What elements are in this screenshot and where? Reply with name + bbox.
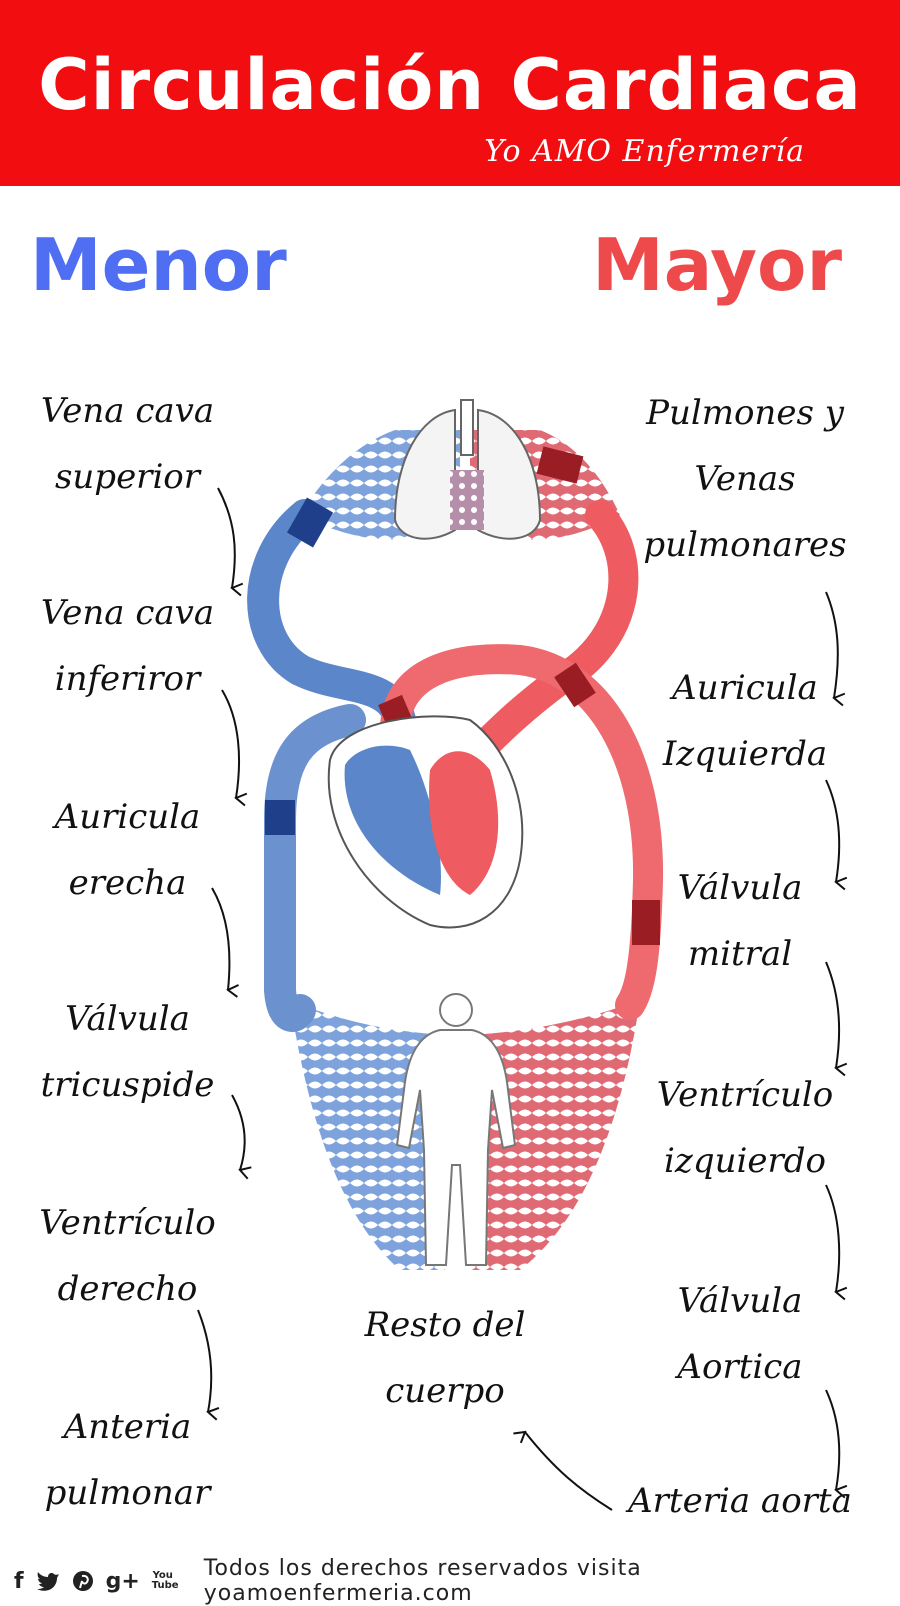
- mayor-step-5: Válvula Aortica: [677, 1281, 803, 1387]
- systemic-net-left: [290, 1000, 445, 1270]
- youtube-icon[interactable]: You Tube: [151, 1570, 179, 1591]
- copyright-text: Todos los derechos reservados visita yoa…: [203, 1556, 642, 1606]
- pinterest-icon[interactable]: [72, 1570, 94, 1592]
- mayor-step-6: Arteria aorta: [628, 1481, 852, 1521]
- arrow-left-3: [211, 887, 239, 998]
- footer: f g+ You Tube Todos los derechos reserva…: [0, 1556, 900, 1606]
- arrow-right-2: [825, 779, 848, 891]
- arrow-left-1: [217, 487, 244, 597]
- resto-del-cuerpo-label: Resto del cuerpo: [364, 1305, 526, 1411]
- artery-aortic-arch: [380, 644, 664, 1020]
- menor-heading: Menor: [30, 223, 287, 307]
- arrow-left-4: [231, 1094, 252, 1180]
- vein-upper-loop: [247, 499, 416, 736]
- menor-step-1: Vena cava superior: [40, 391, 215, 497]
- mayor-step-1: Pulmones y Venas pulmonares: [643, 393, 847, 565]
- page-title: Circulación Cardiaca: [38, 44, 862, 126]
- menor-step-5: Ventrículo derecho: [39, 1203, 216, 1309]
- arrow-aorta-to-body: [513, 1430, 613, 1511]
- mayor-step-4: Ventrículo izquierdo: [656, 1075, 834, 1181]
- social-links: f g+ You Tube: [0, 1568, 179, 1594]
- facebook-icon[interactable]: f: [14, 1568, 24, 1594]
- human-body-icon: [395, 993, 517, 1266]
- arrow-right-5: [825, 1389, 848, 1499]
- menor-step-4: Válvula tricuspide: [40, 999, 215, 1105]
- googleplus-icon[interactable]: g+: [105, 1568, 140, 1594]
- systemic-net-right: [470, 1000, 640, 1270]
- mayor-step-2: Auricula Izquierda: [662, 668, 828, 774]
- menor-step-6: Anteria pulmonar: [44, 1407, 211, 1513]
- menor-step-3: Auricula erecha: [54, 797, 201, 903]
- twitter-icon[interactable]: [36, 1571, 60, 1591]
- header-banner: Circulación Cardiaca Yo AMO Enfermería: [0, 0, 900, 186]
- arrow-left-5: [197, 1309, 220, 1421]
- arrow-left-2: [221, 689, 248, 807]
- brand-subtitle: Yo AMO Enfermería: [484, 134, 805, 169]
- arrow-right-4: [825, 1184, 848, 1301]
- mayor-step-3: Válvula mitral: [677, 868, 803, 974]
- arrow-right-1: [825, 591, 846, 707]
- arrow-right-3: [825, 961, 848, 1077]
- mayor-heading: Mayor: [592, 223, 842, 307]
- heart-icon: [327, 715, 524, 929]
- menor-step-2: Vena cava inferiror: [40, 593, 215, 699]
- lungs-icon: [393, 399, 542, 540]
